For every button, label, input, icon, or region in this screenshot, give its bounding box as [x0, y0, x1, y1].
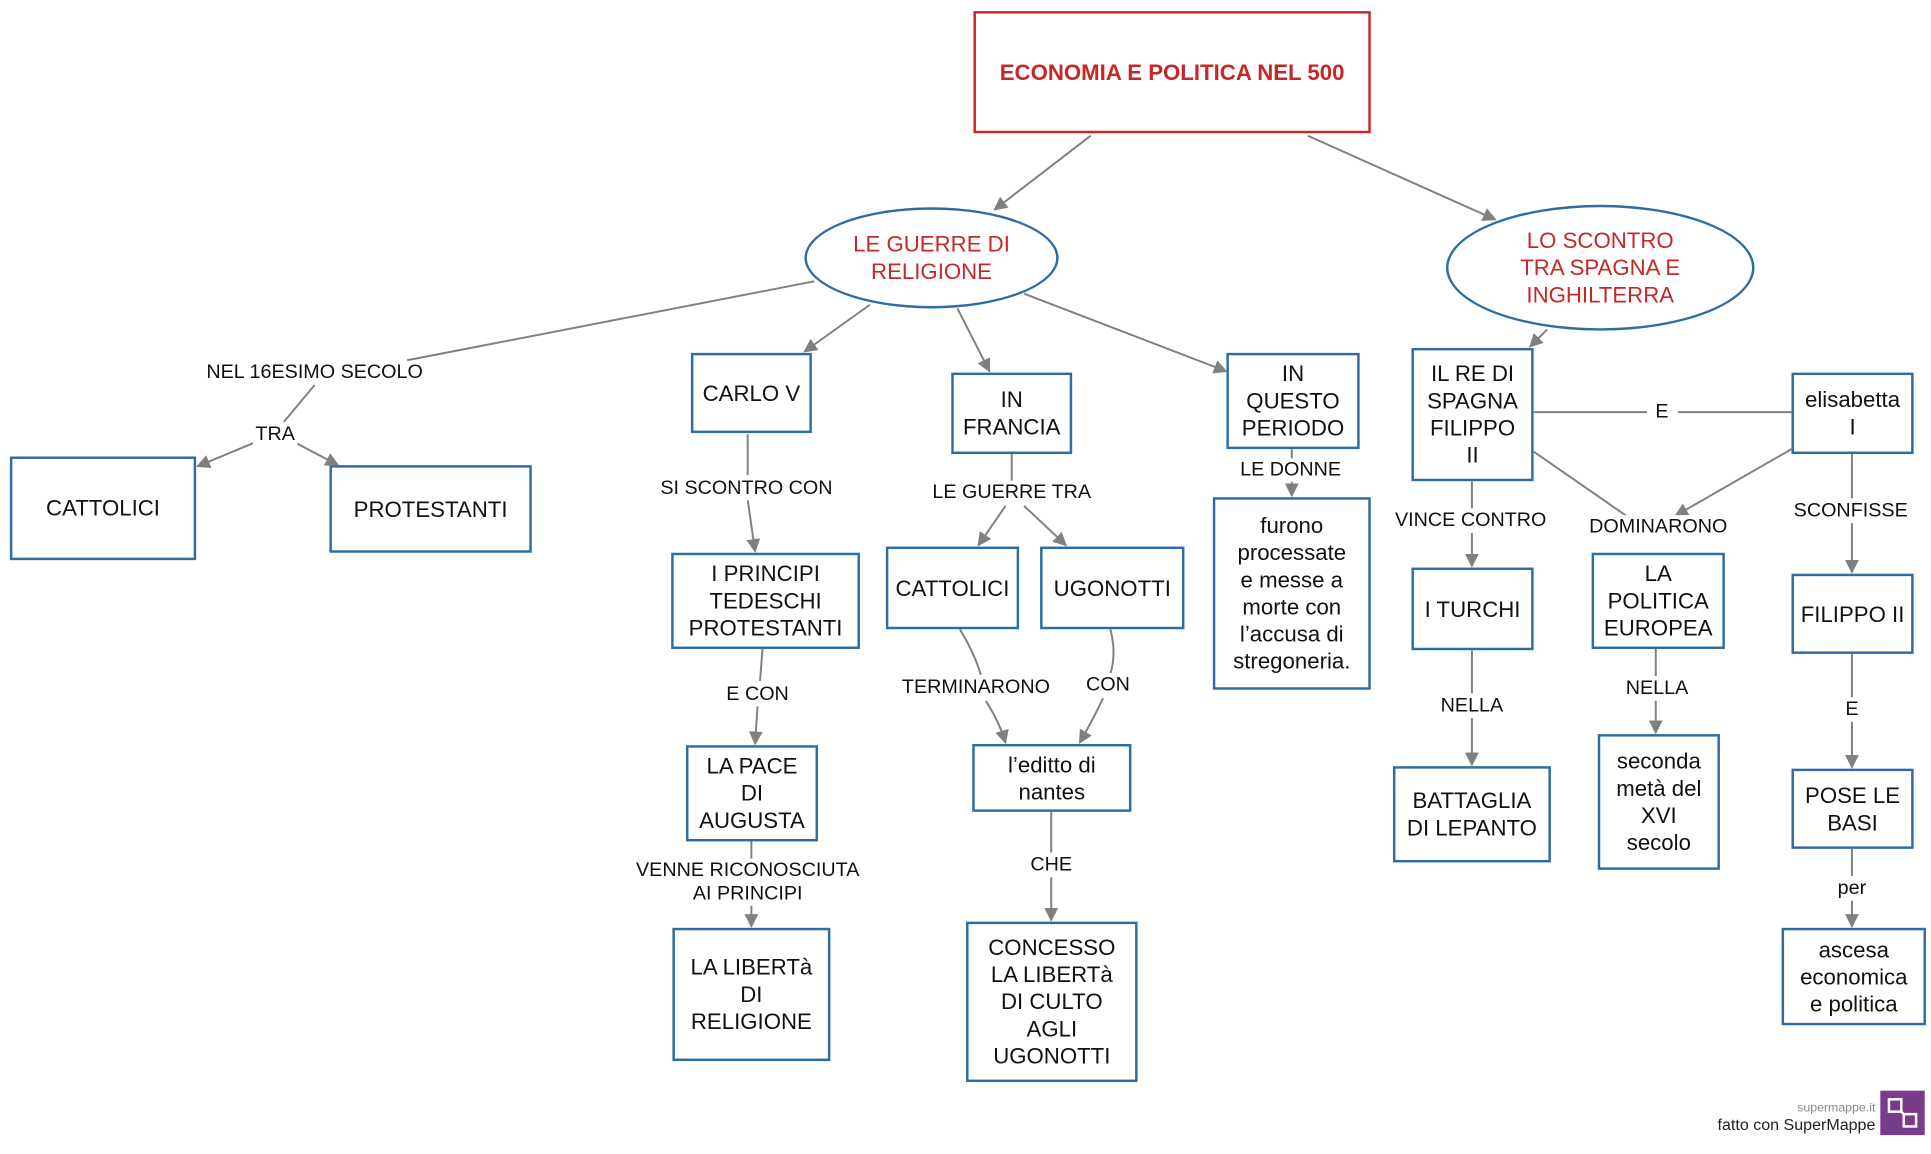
label-e-con: E CON	[723, 682, 792, 707]
node-turchi: I TURCHI	[1411, 567, 1534, 651]
node-in-francia: IN FRANCIA	[951, 372, 1073, 455]
node-donne-processate: furono processate e messe a morte con l’…	[1212, 497, 1371, 690]
label-sconfisse: SCONFISSE	[1791, 499, 1911, 523]
label-nella-lepanto: NELLA	[1438, 694, 1506, 718]
node-elisabetta: elisabetta I	[1791, 372, 1914, 455]
label-le-donne: LE DONNE	[1237, 458, 1344, 482]
node-carlo-v: CARLO V	[690, 352, 812, 434]
label-venne-riconosciuta: VENNE RICONOSCIUTA AI PRINCIPI	[633, 858, 862, 906]
node-pose-le-basi: POSE LE BASI	[1791, 768, 1914, 849]
node-liberta-religione: LA LIBERTà DI RELIGIONE	[672, 927, 831, 1062]
label-nella-seconda-meta: NELLA	[1623, 676, 1691, 701]
node-ugonotti: UGONOTTI	[1040, 546, 1185, 630]
label-per: per	[1835, 876, 1869, 901]
label-tra: TRA	[252, 422, 298, 447]
footer-made-with: fatto con SuperMappe	[1717, 1115, 1876, 1134]
node-re-di-spagna: IL RE DI SPAGNA FILIPPO II	[1411, 347, 1534, 482]
node-pace-augusta: LA PACE DI AUGUSTA	[685, 745, 819, 842]
label-vince-contro: VINCE CONTRO	[1392, 508, 1549, 533]
map-title: ECONOMIA E POLITICA NEL 500	[973, 11, 1371, 134]
supermappe-logo-icon	[1880, 1090, 1925, 1136]
label-con: CON	[1083, 673, 1133, 697]
label-che: CHE	[1027, 853, 1075, 877]
node-scontro-spagna-inghilterra: LO SCONTRO TRA SPAGNA E INGHILTERRA	[1446, 204, 1755, 331]
node-protestanti: PROTESTANTI	[329, 465, 532, 553]
node-in-questo-periodo: IN QUESTO PERIODO	[1226, 352, 1360, 450]
node-editto-nantes: l’editto di nantes	[972, 743, 1132, 812]
node-concesso-liberta-culto: CONCESSO LA LIBERTà DI CULTO AGLI UGONOT…	[966, 921, 1138, 1083]
label-le-guerre-tra: LE GUERRE TRA	[929, 480, 1094, 505]
label-e: E	[1842, 697, 1861, 722]
node-cattolici-left: CATTOLICI	[9, 456, 197, 561]
footer-credit: supermappe.it fatto con SuperMappe	[1703, 1102, 1876, 1134]
node-ascesa: ascesa economica e politica	[1781, 927, 1926, 1026]
node-cattolici-francia: CATTOLICI	[885, 546, 1020, 630]
label-si-scontro-con: SI SCONTRO CON	[657, 476, 836, 501]
footer-site: supermappe.it	[1797, 1101, 1876, 1116]
node-principi-tedeschi: I PRINCIPI TEDESCHI PROTESTANTI	[671, 552, 860, 649]
label-terminarono: TERMINARONO	[899, 675, 1053, 699]
node-battaglia-lepanto: BATTAGLIA DI LEPANTO	[1392, 766, 1551, 863]
node-filippo-ii: FILIPPO II	[1791, 573, 1914, 654]
node-seconda-meta: seconda metà del XVI secolo	[1597, 734, 1720, 870]
label-dominarono: DOMINARONO	[1586, 515, 1730, 539]
node-politica-europea: LA POLITICA EUROPEA	[1591, 552, 1725, 649]
label-nel-16esimo-secolo: NEL 16ESIMO SECOLO	[203, 360, 426, 385]
node-guerre-di-religione: LE GUERRE DI RELIGIONE	[804, 207, 1059, 309]
label-e-link: E	[1652, 400, 1671, 424]
